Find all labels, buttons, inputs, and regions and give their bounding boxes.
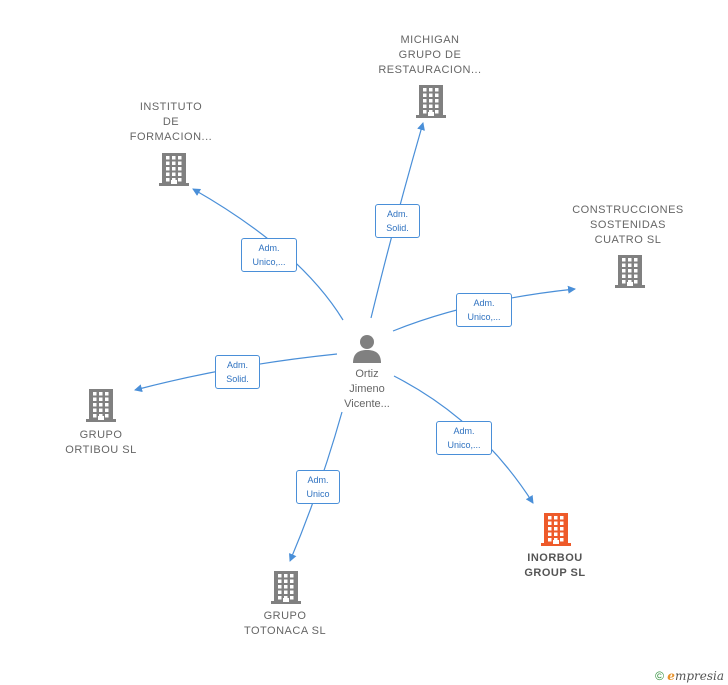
building-icon: [271, 571, 301, 604]
building-icon-highlight: [541, 513, 571, 546]
building-icon: [416, 85, 446, 118]
copyright-icon: ©: [655, 669, 664, 683]
footer-brand: © empresia: [655, 669, 724, 683]
person-label: Ortiz Jimeno Vicente...: [344, 368, 390, 410]
person-icon: [353, 335, 381, 363]
edge-label-totonaca[interactable]: Adm. Unico: [296, 470, 340, 504]
edge-label-inorbou[interactable]: Adm. Unico,...: [436, 421, 492, 455]
company-label: GRUPO TOTONACA SL: [243, 610, 327, 637]
company-label: CONSTRUCCIONES SOSTENIDAS CUATRO SL: [572, 204, 684, 246]
edge-label-michigan[interactable]: Adm. Solid.: [375, 204, 420, 238]
brand-logo: empresia: [667, 669, 724, 683]
edge-label-instituto[interactable]: Adm. Unico,...: [241, 238, 297, 272]
edge-label-construcciones[interactable]: Adm. Unico,...: [456, 293, 512, 327]
company-label: GRUPO ORTIBOU SL: [65, 429, 137, 456]
edge-label-ortibou[interactable]: Adm. Solid.: [215, 355, 260, 389]
building-icon: [615, 255, 645, 288]
company-label: INSTITUTO DE FORMACION...: [129, 101, 213, 143]
building-icon: [159, 153, 189, 186]
company-label: INORBOU GROUP SL: [524, 552, 586, 579]
company-label: MICHIGAN GRUPO DE RESTAURACION...: [378, 34, 482, 76]
building-icon: [86, 389, 116, 422]
